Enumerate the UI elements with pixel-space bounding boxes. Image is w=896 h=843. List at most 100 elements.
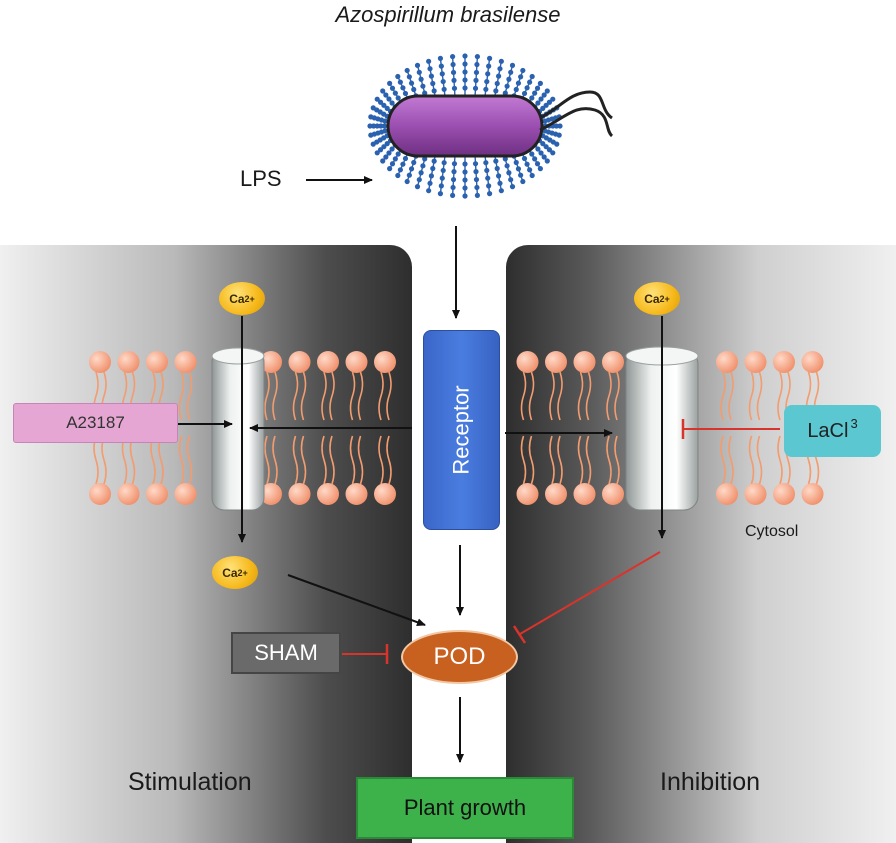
lps-molecule bbox=[502, 151, 516, 190]
lipid-head bbox=[602, 351, 624, 373]
lipid-head bbox=[146, 351, 168, 373]
lipid-head bbox=[288, 483, 311, 505]
lipid-head bbox=[117, 351, 140, 373]
lipid-head bbox=[773, 351, 795, 373]
lipid-tail bbox=[549, 371, 563, 485]
lps-molecule bbox=[414, 62, 428, 101]
lipid-head bbox=[317, 483, 339, 505]
lps-molecule bbox=[437, 154, 447, 197]
lps-molecule bbox=[493, 153, 504, 194]
lps-molecule bbox=[370, 133, 391, 147]
lipid-head bbox=[288, 351, 311, 373]
lps-molecule bbox=[368, 128, 389, 138]
lipid-tail bbox=[292, 371, 307, 485]
lipid-tail bbox=[520, 371, 535, 485]
calcium-inhibition bbox=[512, 551, 661, 644]
sham-inhibition bbox=[342, 644, 389, 664]
lipid-head bbox=[174, 483, 197, 505]
lipid-tail bbox=[264, 371, 278, 485]
lps-molecule bbox=[483, 55, 493, 98]
lipid-tail bbox=[606, 371, 620, 485]
sham-box: SHAM bbox=[231, 632, 341, 674]
inhibition-label: Inhibition bbox=[660, 768, 761, 796]
lipid-tail bbox=[577, 371, 592, 485]
lps-molecule bbox=[450, 53, 458, 97]
lipid-head bbox=[260, 483, 282, 505]
stimulation-label: Stimulation bbox=[128, 768, 252, 796]
lipid-head bbox=[117, 483, 140, 505]
lipid-tail bbox=[748, 371, 763, 485]
pod-node: POD bbox=[401, 630, 518, 684]
lipid-head bbox=[801, 483, 824, 505]
lipid-head bbox=[146, 483, 168, 505]
lipid-head bbox=[516, 483, 539, 505]
lipid-head bbox=[345, 483, 368, 505]
lipid-head bbox=[374, 351, 396, 373]
lipid-head bbox=[573, 351, 596, 373]
lps-molecule bbox=[414, 151, 428, 190]
lipid-head bbox=[773, 483, 795, 505]
lps-molecule bbox=[437, 55, 447, 98]
lipid-head bbox=[545, 351, 567, 373]
left-calcium-channel bbox=[211, 347, 265, 511]
lps-molecule bbox=[404, 149, 419, 185]
a23187-box: A23187 bbox=[13, 403, 178, 443]
lps-molecule bbox=[541, 128, 562, 138]
lps-molecule bbox=[472, 53, 480, 97]
lipid-head bbox=[744, 483, 767, 505]
bacterium bbox=[367, 53, 614, 199]
lipid-head bbox=[602, 483, 624, 505]
bacterium-body bbox=[386, 94, 544, 158]
lipid-head bbox=[374, 483, 396, 505]
lps-molecule bbox=[502, 62, 516, 101]
lps-molecule bbox=[493, 58, 504, 99]
lps-molecules bbox=[367, 53, 563, 199]
inhibition-panel bbox=[506, 245, 896, 843]
lipid-head bbox=[345, 351, 368, 373]
lps-molecule bbox=[426, 58, 437, 99]
lps-molecule bbox=[370, 105, 391, 119]
lps-molecule bbox=[462, 156, 468, 199]
cytosol-label: Cytosol bbox=[745, 523, 799, 540]
plant-growth-box: Plant growth bbox=[356, 777, 574, 839]
flagellum-2 bbox=[539, 107, 614, 138]
lps-molecule bbox=[483, 154, 493, 197]
lipid-head bbox=[89, 351, 111, 373]
lps-label: LPS bbox=[240, 166, 282, 191]
lps-molecule bbox=[426, 153, 437, 194]
lipid-head bbox=[260, 351, 282, 373]
lacl-inhibition bbox=[681, 419, 780, 439]
lipid-bilayer bbox=[89, 351, 824, 505]
lipid-tail bbox=[178, 371, 193, 485]
lipid-head bbox=[174, 351, 197, 373]
lipid-head bbox=[716, 483, 738, 505]
lipid-head bbox=[716, 351, 738, 373]
lipid-head bbox=[317, 351, 339, 373]
lps-molecule bbox=[368, 114, 389, 124]
lps-molecule bbox=[472, 155, 480, 199]
receptor-label: Receptor bbox=[448, 385, 474, 475]
lipid-head bbox=[801, 351, 824, 373]
lps-molecule bbox=[462, 53, 468, 96]
lps-molecule bbox=[367, 123, 388, 129]
organism-title: Azospirillum brasilense bbox=[335, 2, 561, 27]
lipid-head bbox=[573, 483, 596, 505]
lipid-head bbox=[516, 351, 539, 373]
lipid-head bbox=[545, 483, 567, 505]
flagellum-1 bbox=[539, 90, 613, 120]
lipid-tail bbox=[321, 371, 335, 485]
lipid-head bbox=[744, 351, 767, 373]
stimulation-panel bbox=[0, 245, 412, 843]
lipid-tail bbox=[720, 371, 734, 485]
lipid-tail bbox=[349, 371, 364, 485]
receptor: Receptor bbox=[423, 330, 500, 530]
calcium-to-pod-arrow bbox=[287, 574, 426, 627]
lipid-tail bbox=[378, 371, 392, 485]
lps-molecule bbox=[450, 155, 458, 199]
lipid-head bbox=[89, 483, 111, 505]
